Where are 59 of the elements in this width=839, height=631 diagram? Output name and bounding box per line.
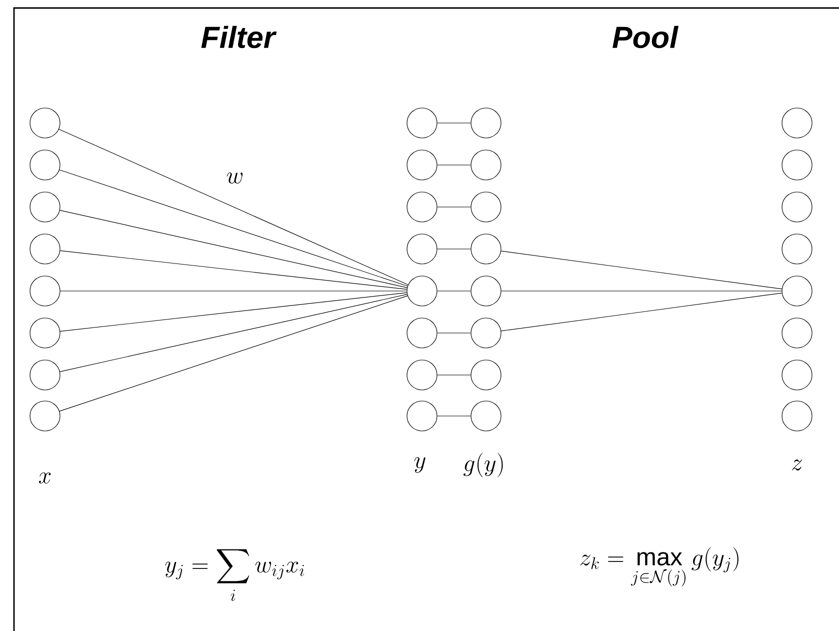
neuron-circle (782, 276, 812, 306)
connection-line (437, 248, 471, 250)
variable-label: $z$ (792, 460, 802, 470)
neuron-circle (406, 108, 438, 138)
neuron-circle (406, 276, 438, 306)
neuron-circle (470, 276, 502, 306)
neuron-circle (406, 360, 438, 390)
neuron-circle (30, 234, 60, 264)
connection-line (58, 128, 408, 286)
connection-line (437, 206, 471, 208)
weight-label: $w$ (226, 172, 243, 184)
neuron-circle (470, 234, 502, 264)
neuron-circle (30, 108, 60, 138)
neuron-circle (782, 150, 812, 180)
neuron-circle (782, 318, 812, 348)
section-title: Pool (612, 26, 679, 48)
neuron-circle (406, 234, 438, 264)
neuron-circle (470, 360, 502, 390)
connection-line (60, 250, 408, 290)
neuron-circle (30, 318, 60, 348)
formula: $z_k = \max_{j \in \mathcal{N}(j)} g(y_j)$ (580, 547, 738, 586)
neuron-circle (470, 400, 502, 432)
variable-label: $g(y)$ (463, 452, 503, 478)
formula: $y_j = \sum_i w_{ij} x_i$ (165, 549, 304, 601)
neuron-circle (406, 400, 438, 432)
neuron-circle (406, 192, 438, 222)
connection-line (60, 210, 408, 288)
neuron-circle (782, 400, 812, 432)
connection-line (59, 296, 408, 412)
connection-line (60, 290, 407, 292)
neuron-circle (470, 150, 502, 180)
connection-line (437, 122, 471, 124)
connection-line (437, 164, 471, 166)
connection-line (437, 332, 471, 334)
connection-line (437, 374, 471, 376)
neuron-circle (30, 400, 60, 432)
connection-line (60, 294, 408, 372)
neuron-circle (30, 360, 60, 390)
connection-line (500, 292, 782, 332)
neuron-circle (782, 192, 812, 222)
connection-line (501, 290, 782, 292)
variable-label: $x$ (38, 472, 51, 484)
neuron-circle (782, 108, 812, 138)
connection-line (60, 292, 408, 332)
neuron-circle (470, 318, 502, 348)
neuron-circle (782, 360, 812, 390)
neuron-circle (30, 150, 60, 180)
variable-label: $y$ (414, 457, 426, 473)
neuron-circle (470, 108, 502, 138)
neuron-circle (470, 192, 502, 222)
connection-line (437, 290, 471, 292)
neuron-circle (30, 192, 60, 222)
connection-line (500, 250, 782, 290)
neuron-circle (406, 150, 438, 180)
neuron-circle (406, 318, 438, 348)
neuron-circle (782, 234, 812, 264)
connection-line (59, 170, 408, 286)
neuron-circle (30, 276, 60, 306)
section-title: Filter (201, 26, 277, 48)
